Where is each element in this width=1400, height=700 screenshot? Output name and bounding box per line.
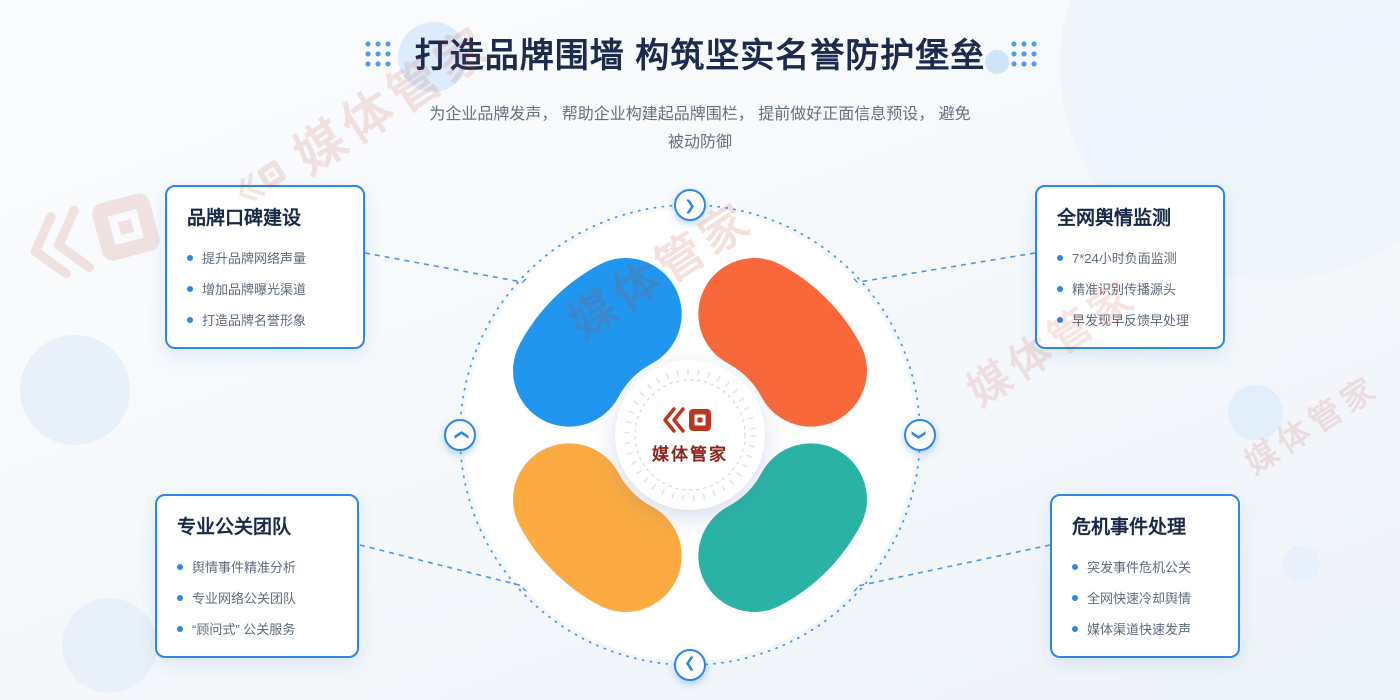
list-item-label: 增加品牌曝光渠道 [202,282,307,297]
brand-emblem-icon [663,406,711,433]
card-title: 专业公关团队 [177,517,292,538]
center-logo-badge: 媒体管家 [615,360,765,510]
quadrant-arc-bottom-right [698,443,867,612]
list-item-label: 7*24小时负面监测 [1072,251,1177,266]
list-item: 7*24小时负面监测 [1057,242,1203,273]
list-item-label: 提升品牌网络声量 [202,251,307,266]
title-accent-circle [398,22,468,92]
list-item: 全网快速冷却舆情 [1072,582,1218,613]
page-subtitle: 为企业品牌发声， 帮助企业构建起品牌围栏， 提前做好正面信息预设， 避免被动防御 [429,106,971,151]
chevron-up-icon: ❯ [451,429,468,441]
card-opinion-monitoring: 全网舆情监测 7*24小时负面监测 精准识别传播源头 早发现早反馈早处理 [1035,185,1225,349]
bg-circle [1282,545,1320,583]
bullet-dot-icon [177,625,183,632]
bg-circle [985,50,1009,74]
list-item-label: 早发现早反馈早处理 [1072,313,1190,328]
card-list: 突发事件危机公关 全网快速冷却舆情 媒体渠道快速发声 [1072,551,1218,644]
card-list: 舆情事件精准分析 专业网络公关团队 “顾问式” 公关服务 [177,551,337,644]
bullet-dot-icon [177,594,183,601]
list-item-label: 媒体渠道快速发声 [1087,622,1192,637]
card-list: 7*24小时负面监测 精准识别传播源头 早发现早反馈早处理 [1057,242,1203,335]
bullet-dot-icon [187,285,193,292]
brand-logo-text: 媒体管家 [652,444,728,465]
list-item: 提升品牌网络声量 [187,242,343,273]
card-crisis-handling: 危机事件处理 突发事件危机公关 全网快速冷却舆情 媒体渠道快速发声 [1050,494,1240,658]
tick-ring-icon [624,369,756,501]
quadrant-arc-bottom-left [513,443,682,612]
wheel-arrow-left-button[interactable]: ❯ [444,419,476,451]
title-row: 打造品牌围墙 构筑坚实名誉防护堡垒 [0,28,1400,77]
chevron-right-icon: ❯ [684,197,696,213]
wheel-arrow-bottom-button[interactable]: ❯ [674,649,706,681]
bg-circle [1228,385,1283,440]
bullet-dot-icon [1057,254,1063,261]
logo-inner: 媒体管家 [652,406,728,465]
list-item: “顾问式” 公关服务 [177,613,337,644]
bullet-dot-icon [187,254,193,261]
list-item: 早发现早反馈早处理 [1057,304,1203,335]
bg-circle [20,335,130,445]
wheel-arrow-right-button[interactable]: ❯ [904,419,936,451]
list-item-label: 舆情事件精准分析 [192,560,297,575]
dot-grid-icon [362,38,391,67]
list-item: 专业网络公关团队 [177,582,337,613]
list-item-label: 专业网络公关团队 [192,591,297,606]
brand-wall-diagram: 媒体管家 ❯ ❯ ❯ ❯ [444,189,936,681]
wheel-arrow-top-button[interactable]: ❯ [674,189,706,221]
page-title: 打造品牌围墙 构筑坚实名誉防护堡垒 [414,37,986,75]
bullet-dot-icon [1057,316,1063,323]
chevron-left-icon: ❯ [684,657,696,673]
bullet-dot-icon [1072,563,1078,570]
quadrant-arc-top-right [698,258,867,427]
bullet-dot-icon [177,563,183,570]
list-item-label: 突发事件危机公关 [1087,560,1192,575]
bullet-dot-icon [1072,625,1078,632]
list-item: 打造品牌名誉形象 [187,304,343,335]
quadrant-arc-top-left [513,258,682,427]
list-item-label: 全网快速冷却舆情 [1087,591,1192,606]
list-item-label: 打造品牌名誉形象 [202,313,307,328]
bullet-dot-icon [1072,594,1078,601]
card-title: 品牌口碑建设 [187,208,302,229]
dot-grid-icon [1009,38,1038,67]
card-list: 提升品牌网络声量 增加品牌曝光渠道 打造品牌名誉形象 [187,242,343,335]
card-pr-team: 专业公关团队 舆情事件精准分析 专业网络公关团队 “顾问式” 公关服务 [155,494,359,658]
brand-watermark-emblem [17,177,182,291]
list-item-label: “顾问式” 公关服务 [192,622,296,637]
card-title: 全网舆情监测 [1057,208,1172,229]
header: 打造品牌围墙 构筑坚实名誉防护堡垒 为企业品牌发声， 帮助企业构建起品牌围栏， … [0,0,1400,157]
list-item: 舆情事件精准分析 [177,551,337,582]
brand-emblem-icon [30,193,160,279]
card-brand-reputation: 品牌口碑建设 提升品牌网络声量 增加品牌曝光渠道 打造品牌名誉形象 [165,185,365,349]
chevron-down-icon: ❯ [911,429,928,441]
card-title: 危机事件处理 [1072,517,1187,538]
list-item: 突发事件危机公关 [1072,551,1218,582]
list-item: 增加品牌曝光渠道 [187,273,343,304]
bg-circle [62,598,157,693]
bullet-dot-icon [1057,285,1063,292]
bullet-dot-icon [187,316,193,323]
list-item: 精准识别传播源头 [1057,273,1203,304]
list-item-label: 精准识别传播源头 [1072,282,1177,297]
list-item: 媒体渠道快速发声 [1072,613,1218,644]
